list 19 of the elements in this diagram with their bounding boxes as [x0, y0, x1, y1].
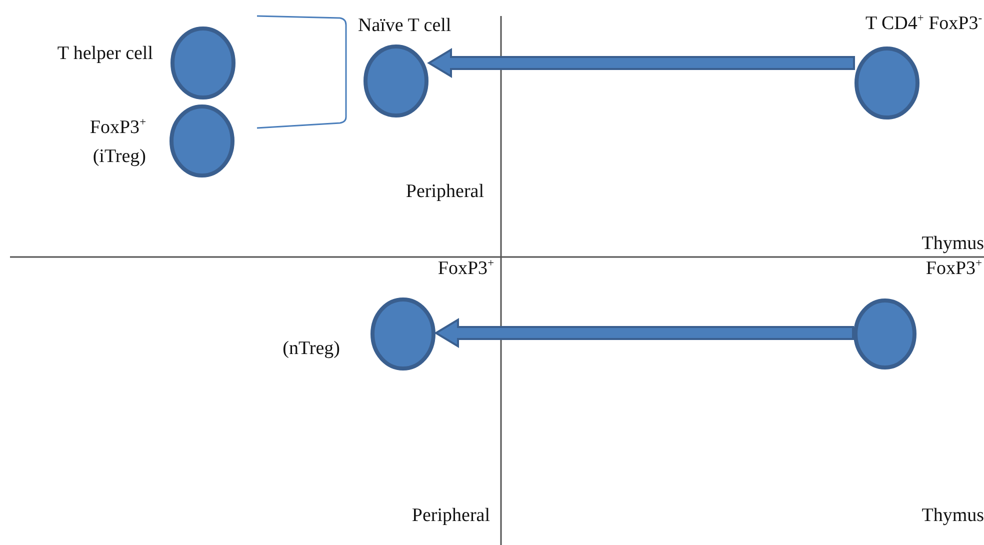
cell-label: FoxP3$^{+}$: [924, 256, 982, 281]
cell-circle: [370, 297, 436, 371]
region-label: Peripheral: [404, 180, 484, 204]
cell-label: T helper cell: [56, 42, 153, 66]
cell-circle: [169, 104, 235, 178]
region-label: Peripheral: [410, 504, 490, 528]
cell-label: (nTreg): [282, 337, 340, 361]
cell-circle: [170, 26, 236, 100]
cell-circle: [853, 298, 917, 370]
cell-label: FoxP3$^{+}$: [436, 256, 494, 281]
cell-label: T CD4$^{+}$ FoxP3$^{-}$: [864, 12, 982, 36]
cell-label: FoxP3$^{+}$ (iTreg): [88, 116, 146, 168]
region-label: Thymus: [920, 232, 984, 256]
block-arrow: [427, 48, 855, 78]
cell-label: Naïve T cell: [358, 14, 452, 38]
region-label: Thymus: [920, 504, 984, 528]
block-arrow: [434, 318, 854, 348]
cell-circle: [363, 44, 429, 118]
cell-circle: [854, 46, 920, 120]
